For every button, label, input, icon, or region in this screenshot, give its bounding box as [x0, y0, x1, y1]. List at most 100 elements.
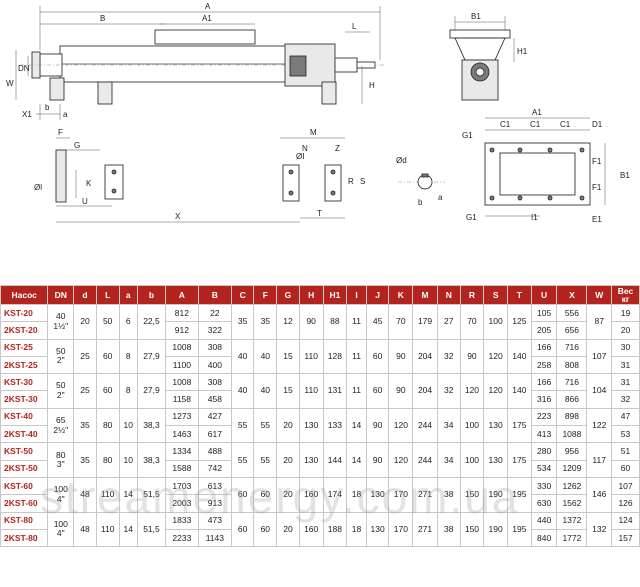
- cell-G: 12: [276, 304, 300, 340]
- header-h: H: [298, 285, 324, 305]
- cell-A: 912: [164, 321, 199, 340]
- cell-U: 316: [530, 390, 558, 409]
- cell-weight: 51: [611, 442, 640, 461]
- cell-I: 18: [346, 476, 367, 513]
- header-h1: H1: [322, 285, 348, 305]
- cell-b: 38,3: [137, 442, 166, 478]
- cell-X: 1262: [556, 476, 588, 496]
- cell-C: 60: [230, 511, 255, 548]
- cell-A: 1273: [164, 407, 199, 427]
- header-u: U: [530, 285, 558, 305]
- cell-M: 271: [412, 511, 438, 548]
- cell-T: 175: [507, 407, 532, 444]
- header-n: N: [436, 285, 461, 305]
- dim-X1: X1: [22, 110, 32, 119]
- cell-C: 35: [230, 304, 255, 340]
- cell-S: 190: [483, 511, 508, 548]
- cell-H: 90: [298, 304, 324, 340]
- foot-plate-b: [324, 164, 342, 202]
- dim-I1: I1: [531, 213, 538, 222]
- pump-model: 2KST-20: [0, 321, 49, 340]
- flange-detail: A1 C1 C1 C1 D1 G1 B1 F1 F1 E1 G1 I1: [462, 108, 630, 224]
- dn-value: 50: [56, 345, 66, 356]
- cell-X: 1209: [556, 459, 588, 478]
- cell-X: 716: [556, 338, 588, 357]
- header-l: L: [95, 285, 120, 305]
- dim-K: K: [86, 179, 92, 188]
- cell-U: 534: [530, 459, 558, 478]
- cell-I: 14: [346, 442, 367, 478]
- cell-K: 90: [388, 373, 414, 409]
- cell-B: 322: [197, 321, 232, 340]
- pump-model: KST-40: [0, 407, 49, 427]
- cell-H: 130: [298, 407, 324, 444]
- cell-R: 150: [459, 476, 485, 513]
- dim-U: U: [82, 197, 88, 206]
- cell-G: 15: [276, 338, 300, 375]
- header-a: A: [164, 285, 199, 305]
- flange-opening: [499, 152, 576, 196]
- cell-K: 170: [388, 511, 414, 548]
- cell-X: 1772: [556, 528, 588, 548]
- cell-H1: 188: [322, 511, 348, 548]
- dn-value: 3": [56, 459, 65, 470]
- cell-J: 130: [365, 476, 390, 513]
- dim-B: B: [100, 14, 105, 23]
- dim-F1-b: F1: [592, 183, 602, 192]
- cell-weight: 107: [611, 476, 640, 496]
- cell-I: 18: [346, 511, 367, 548]
- cell-a: 10: [118, 407, 139, 444]
- dn-value: 4": [56, 493, 65, 504]
- dim-A1-right: A1: [532, 108, 542, 117]
- cell-weight: 124: [611, 511, 640, 530]
- header-s: S: [483, 285, 508, 305]
- header-x: X: [556, 285, 588, 305]
- cell-A: 1008: [164, 373, 199, 392]
- cell-a: 8: [118, 338, 139, 375]
- cell-J: 90: [365, 442, 390, 478]
- support-foot-right: [321, 81, 337, 105]
- cell-X: 1088: [556, 425, 588, 444]
- shaft-housing: [334, 57, 358, 73]
- dim-G: G: [74, 141, 80, 150]
- cell-U: 440: [530, 511, 558, 530]
- foot-plate-a: [282, 164, 300, 202]
- cell-L: 80: [95, 407, 120, 444]
- dim-a-shaft: a: [438, 193, 443, 202]
- cell-L: 50: [95, 304, 120, 340]
- dn-value: 2": [56, 389, 65, 400]
- cell-B: 488: [197, 442, 232, 461]
- cell-B: 308: [197, 373, 232, 392]
- pump-model: KST-60: [0, 476, 49, 496]
- dim-R: R: [348, 177, 354, 186]
- pump-model: 2KST-50: [0, 459, 49, 478]
- cell-A: 1158: [164, 390, 199, 409]
- dim-Z: Z: [335, 144, 340, 153]
- header-c: C: [230, 285, 255, 305]
- cell-weight: 20: [611, 321, 640, 340]
- dim-A: A: [205, 2, 211, 11]
- cell-U: 166: [530, 373, 558, 392]
- cell-W: 122: [586, 407, 613, 444]
- cell-F: 60: [253, 511, 278, 548]
- cell-K: 120: [388, 407, 414, 444]
- header-a: a: [118, 285, 139, 305]
- cell-C: 40: [230, 338, 255, 375]
- dim-DN: DN: [18, 64, 30, 73]
- header-r: R: [459, 285, 485, 305]
- cell-G: 20: [276, 442, 300, 478]
- cell-X: 956: [556, 442, 588, 461]
- cell-a: 10: [118, 442, 139, 478]
- cell-G: 15: [276, 373, 300, 409]
- cell-T: 125: [507, 304, 532, 340]
- cell-N: 32: [436, 373, 461, 409]
- dim-F: F: [58, 128, 63, 137]
- cell-B: 742: [197, 459, 232, 478]
- cell-H1: 128: [322, 338, 348, 375]
- cell-B: 1143: [197, 528, 232, 548]
